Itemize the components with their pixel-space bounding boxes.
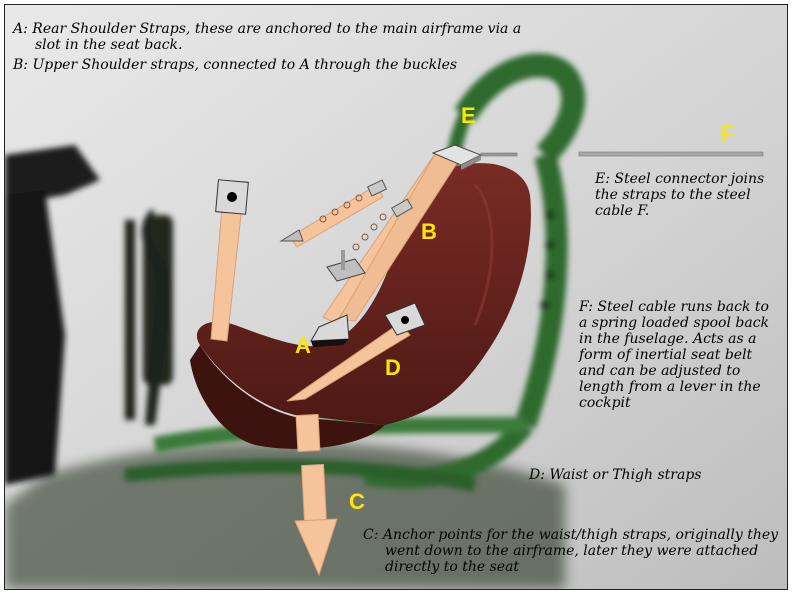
callout-letter-a: A bbox=[295, 333, 311, 358]
note-e: E: Steel connector joins the straps to t… bbox=[595, 171, 765, 219]
seat bbox=[190, 163, 531, 449]
callout-letter-e: E bbox=[461, 103, 476, 128]
note-f: F: Steel cable runs back to a spring loa… bbox=[579, 299, 770, 411]
callout-letter-c: C bbox=[349, 489, 365, 514]
note-c: C: Anchor points for the waist/thigh str… bbox=[363, 527, 779, 575]
note-a: A: Rear Shoulder Straps, these are ancho… bbox=[13, 21, 522, 53]
photo-frame: A: Rear Shoulder Straps, these are ancho… bbox=[4, 4, 788, 590]
note-b: B: Upper Shoulder straps, connected to A… bbox=[13, 57, 458, 73]
cockpit-controls bbox=[5, 145, 173, 485]
callout-letter-f: F bbox=[721, 121, 735, 146]
seat-harness-photo bbox=[5, 5, 787, 589]
callout-letter-b: B bbox=[421, 219, 437, 244]
callout-letter-d: D bbox=[385, 355, 401, 380]
note-d: D: Waist or Thigh straps bbox=[529, 467, 702, 483]
harness-straps bbox=[210, 144, 764, 577]
